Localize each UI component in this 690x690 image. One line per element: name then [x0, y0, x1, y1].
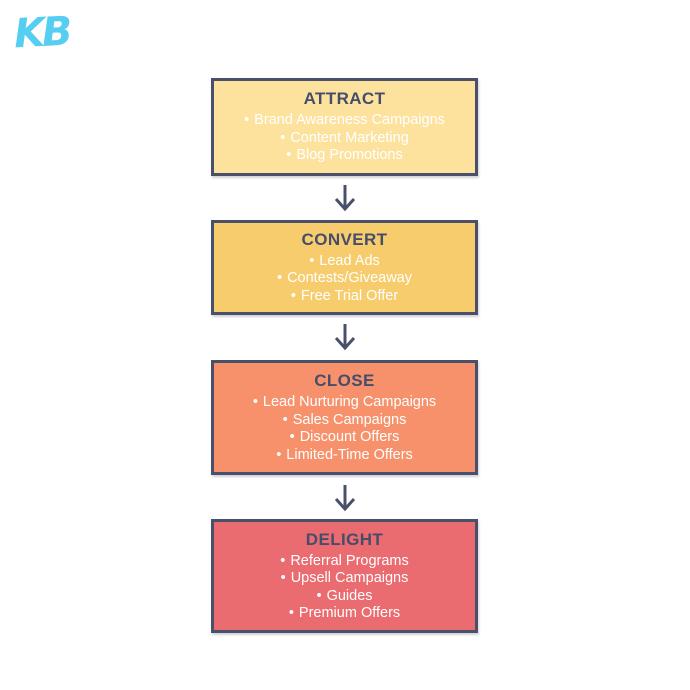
bullet-glyph: •	[280, 552, 286, 569]
arrow-head	[334, 336, 356, 351]
bullet-glyph: •	[316, 587, 322, 604]
list-item: •Lead Ads	[277, 253, 412, 271]
stage-title: DELIGHT	[305, 529, 384, 549]
list-item: •Brand Awareness Campaigns	[244, 112, 445, 130]
stage-item-list: •Brand Awareness Campaigns •Content Mark…	[244, 112, 445, 165]
stage-title: ATTRACT	[303, 89, 386, 109]
bullet-glyph: •	[288, 605, 294, 621]
bullet-glyph: •	[252, 394, 258, 410]
bullet-glyph: •	[276, 446, 282, 463]
list-item: •Content Marketing	[244, 130, 445, 148]
list-item-label: Content Marketing	[290, 129, 409, 146]
bullet-glyph: •	[282, 411, 288, 428]
list-item-label: Brand Awareness Campaigns	[254, 112, 445, 129]
list-item-label: Discount Offers	[299, 429, 400, 445]
bullet-glyph: •	[277, 270, 283, 287]
bullet-glyph: •	[290, 287, 296, 304]
funnel-stage-close: CLOSE •Lead Nurturing Campaigns •Sales C…	[211, 360, 478, 475]
list-item: •Guides	[280, 588, 409, 606]
list-item-label: Upsell Campaigns	[290, 570, 409, 586]
list-item-label: Sales Campaigns	[292, 411, 407, 428]
funnel-stage-convert: CONVERT •Lead Ads •Contests/Giveaway •Fr…	[211, 220, 478, 315]
down-arrow-icon	[334, 185, 356, 212]
kb-logo: KB	[12, 8, 71, 58]
arrow-head	[334, 197, 356, 212]
list-item-label: Guides	[326, 587, 373, 604]
stage-item-list: •Referral Programs •Upsell Campaigns •Gu…	[280, 553, 409, 623]
list-item-label: Premium Offers	[298, 605, 401, 621]
list-item: •Limited-Time Offers	[253, 447, 436, 465]
stage-item-list: •Lead Nurturing Campaigns •Sales Campaig…	[253, 394, 436, 464]
stage-item-list: •Lead Ads •Contests/Giveaway •Free Trial…	[277, 253, 412, 306]
list-item: •Blog Promotions	[244, 147, 445, 165]
stage-title: CLOSE	[314, 371, 375, 390]
list-item-label: Free Trial Offer	[300, 287, 399, 304]
list-item-label: Blog Promotions	[296, 147, 403, 164]
list-item: •Referral Programs	[280, 553, 409, 571]
down-arrow-icon	[334, 324, 356, 351]
bullet-glyph: •	[280, 570, 286, 586]
list-item: •Premium Offers	[280, 605, 409, 623]
bullet-glyph: •	[309, 252, 315, 269]
down-arrow-icon	[334, 485, 356, 512]
bullet-glyph: •	[289, 429, 295, 445]
list-item-label: Limited-Time Offers	[286, 446, 413, 463]
list-item-label: Referral Programs	[290, 552, 409, 569]
funnel-stage-delight: DELIGHT •Referral Programs •Upsell Campa…	[211, 519, 478, 633]
bullet-glyph: •	[280, 129, 286, 146]
stage-title: CONVERT	[301, 229, 388, 249]
list-item-label: Contests/Giveaway	[287, 270, 412, 287]
list-item: •Sales Campaigns	[253, 412, 436, 430]
list-item: •Upsell Campaigns	[280, 570, 409, 588]
list-item: •Contests/Giveaway	[277, 270, 412, 288]
bullet-glyph: •	[244, 112, 250, 129]
arrow-head	[334, 497, 356, 512]
list-item: •Lead Nurturing Campaigns	[253, 394, 436, 412]
list-item: •Free Trial Offer	[277, 288, 412, 306]
list-item: •Discount Offers	[253, 429, 436, 447]
list-item-label: Lead Nurturing Campaigns	[262, 394, 437, 410]
bullet-glyph: •	[286, 147, 292, 164]
list-item-label: Lead Ads	[319, 252, 380, 269]
funnel-stage-attract: ATTRACT •Brand Awareness Campaigns •Cont…	[211, 78, 478, 176]
